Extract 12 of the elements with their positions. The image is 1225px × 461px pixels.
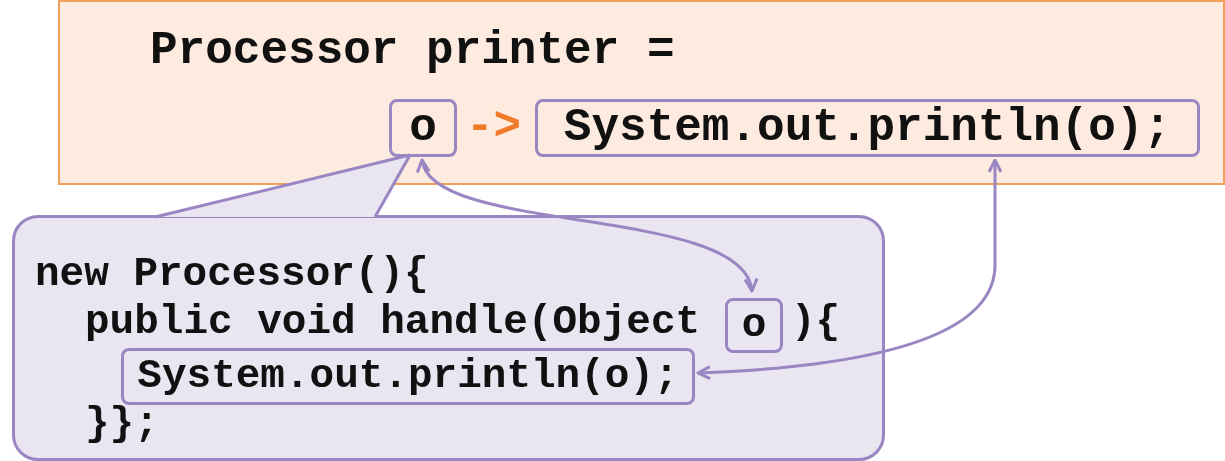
- code-box: System.out.println(o);: [535, 99, 1200, 157]
- lambda-arrow-text: ->: [466, 104, 522, 150]
- code-text: }};: [85, 404, 159, 445]
- curved-arrow: [696, 158, 1003, 380]
- code-text: Processor printer =: [150, 28, 675, 74]
- code-text: new Processor(){: [35, 254, 429, 295]
- code-text: public void handle(Object: [85, 302, 701, 343]
- parameter-box: o: [725, 298, 783, 353]
- code-panel: [58, 0, 1225, 185]
- code-text: ){: [791, 302, 841, 343]
- parameter-box: o: [389, 99, 457, 157]
- code-box: System.out.println(o);: [121, 348, 695, 405]
